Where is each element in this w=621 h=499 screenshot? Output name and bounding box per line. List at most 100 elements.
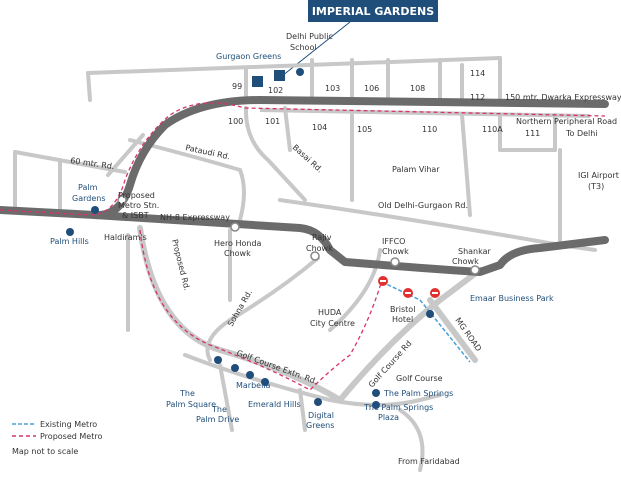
palam-vihar-label: Palam Vihar xyxy=(392,165,440,174)
bristol-label-2: Hotel xyxy=(392,315,413,324)
title-banner: IMPERIAL GARDENS xyxy=(281,0,438,77)
iffco-label-2: Chowk xyxy=(382,247,409,256)
road-huda xyxy=(328,248,382,332)
road-pataudi-south xyxy=(238,168,246,222)
sector-111: 111 xyxy=(525,129,540,138)
road-sohna xyxy=(205,256,320,362)
rajiv-chowk-marker xyxy=(310,251,320,261)
location-dots xyxy=(66,68,434,409)
igi-airport-label-2: (T3) xyxy=(588,182,604,191)
basai-rd-label: Basai Rd. xyxy=(291,143,325,175)
proposed-metro-label-1: Proposed xyxy=(118,191,155,200)
hero-honda-label-1: Hero Honda xyxy=(214,239,262,248)
shankar-label-1: Shankar xyxy=(458,247,492,256)
delhi-public-school-label-1: Delhi Public xyxy=(286,32,333,41)
road-golf-course-extn xyxy=(137,225,343,403)
road-old-delhi-gurgaon xyxy=(278,198,597,252)
legend-not-to-scale: Map not to scale xyxy=(12,447,78,456)
emaar-label: Emaar Business Park xyxy=(470,294,554,303)
road-sector-101-east xyxy=(283,106,292,152)
sector-labels: 99 102 103 106 108 114 112 100 101 104 1… xyxy=(228,69,540,138)
sector-110a: 110A xyxy=(482,125,503,134)
metro-station-icons xyxy=(378,276,440,298)
legend-existing-metro: Existing Metro xyxy=(40,420,97,429)
gurgaon-greens-marker xyxy=(252,76,263,87)
haldirams-label: Haldiram's xyxy=(104,233,147,242)
old-delhi-gurgaon-label: Old Delhi-Gurgaon Rd. xyxy=(378,201,468,210)
hero-honda-label-2: Chowk xyxy=(224,249,251,258)
emerald-hills-label: Emerald Hills xyxy=(248,400,301,409)
place-labels: Gurgaon Greens Delhi Public School Palam… xyxy=(50,32,619,430)
dwarka-expressway-label: 150 mtr. Dwarka Expressway xyxy=(505,93,621,102)
emaar-dot xyxy=(426,310,434,318)
palm-square-label-1: The xyxy=(179,389,195,398)
marbella-dot xyxy=(246,371,254,379)
palm-square-label-2: Palm Square xyxy=(166,400,216,409)
metro-icon-bristol-bar xyxy=(405,292,411,294)
hero-honda-chowk-marker xyxy=(230,222,240,232)
proposed-metro-label-2: Metro Stn. xyxy=(118,201,159,210)
delhi-public-school-dot xyxy=(296,68,304,76)
road-sector-99-west xyxy=(86,71,92,102)
road-palam-vihar-east xyxy=(460,113,472,217)
palm-square-dot xyxy=(214,356,222,364)
palm-springs-plaza-dot xyxy=(372,401,380,409)
proposed-metro-stn-marker xyxy=(117,195,127,205)
sector-101: 101 xyxy=(265,117,280,126)
legend-proposed-metro: Proposed Metro xyxy=(40,432,102,441)
road-mg xyxy=(427,297,478,363)
sector-110: 110 xyxy=(422,125,437,134)
road-golf-course-extn-south xyxy=(183,353,332,402)
nh8-label: NH-8 Expressway xyxy=(160,213,230,222)
palm-gardens-dot xyxy=(91,206,99,214)
digital-greens-dot xyxy=(314,398,322,406)
rajiv-label-2: Chowk xyxy=(306,244,333,253)
delhi-public-school-label-2: School xyxy=(290,43,317,52)
imperial-gardens-marker xyxy=(274,70,285,81)
palm-springs-plaza-label-1: The Palm Springs xyxy=(363,403,433,412)
palm-drive-label-1: The xyxy=(211,405,227,414)
60-mtr-rd-label: 60 mtr. Rd. xyxy=(70,156,115,171)
road-basai xyxy=(243,106,307,202)
gurgaon-greens-label: Gurgaon Greens xyxy=(216,52,281,61)
metro-icon-emaar-bar xyxy=(432,292,438,294)
existing-metro-line xyxy=(381,281,471,363)
palm-gardens-label-1: Palm xyxy=(78,183,98,192)
rajiv-label-1: Rajiv xyxy=(312,233,332,242)
huda-label-2: City Centre xyxy=(310,319,355,328)
shankar-label-2: Chowk xyxy=(452,257,479,266)
sector-104: 104 xyxy=(312,123,327,132)
from-faridabad-label: From Faridabad xyxy=(398,457,460,466)
huda-label-1: HUDA xyxy=(318,308,342,317)
northern-peripheral-label: Northern Peripheral Road xyxy=(516,117,617,126)
palm-hills-label: Palm Hills xyxy=(50,237,89,246)
minor-roads xyxy=(13,56,597,472)
palm-springs-dot xyxy=(372,389,380,397)
sector-114: 114 xyxy=(470,69,485,78)
palm-springs-plaza-label-2: Plaza xyxy=(378,413,399,422)
sector-100: 100 xyxy=(228,117,243,126)
emerald-hills-dot xyxy=(261,378,269,386)
sector-105: 105 xyxy=(357,125,372,134)
sector-103: 103 xyxy=(325,84,340,93)
iffco-chowk-marker xyxy=(390,257,400,267)
road-north-boundary xyxy=(86,56,502,75)
palm-springs-label: The Palm Springs xyxy=(383,389,453,398)
sector-99: 99 xyxy=(232,82,242,91)
title: IMPERIAL GARDENS xyxy=(312,5,434,18)
marbella-label: Marbella xyxy=(236,381,271,390)
palm-drive-dot xyxy=(231,364,239,372)
palm-hills-dot xyxy=(66,228,74,236)
road-digital-greens-link xyxy=(298,388,307,432)
proposed-metro-line-north xyxy=(0,102,606,216)
digital-greens-label-2: Greens xyxy=(306,421,334,430)
sector-106: 106 xyxy=(364,84,379,93)
palm-drive-label-2: Palm Drive xyxy=(196,415,239,424)
igi-airport-label-1: IGI Airport xyxy=(578,171,619,180)
chowks xyxy=(117,195,480,275)
sector-108: 108 xyxy=(410,84,425,93)
bristol-label-1: Bristol xyxy=(390,305,415,314)
major-light-roads xyxy=(137,225,483,403)
legend: Existing Metro Proposed Metro Map not to… xyxy=(12,420,102,456)
